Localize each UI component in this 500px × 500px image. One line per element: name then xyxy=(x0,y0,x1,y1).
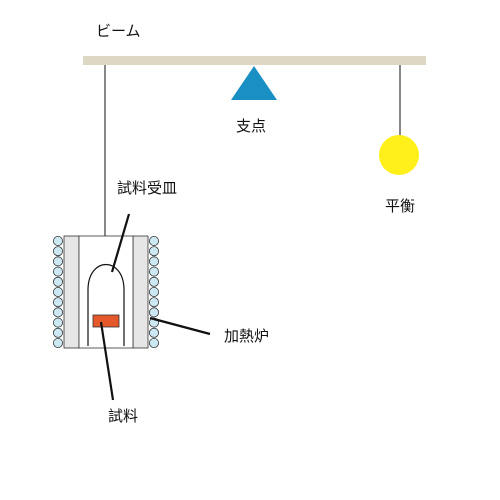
furnace-right-wall xyxy=(132,235,149,349)
furnace-left-wall xyxy=(63,235,80,349)
heater-coil-circle xyxy=(53,256,64,267)
heater-coil-circle xyxy=(53,307,64,318)
heater-coil-circle xyxy=(53,276,64,287)
heater-coil-circle xyxy=(148,337,159,348)
heater-coil-circle xyxy=(148,266,159,277)
fulcrum-triangle-icon xyxy=(231,66,277,100)
heater-coil-circle xyxy=(148,276,159,287)
furnace-leader xyxy=(149,316,211,336)
heater-coil-circle xyxy=(148,256,159,267)
sample-block xyxy=(92,314,120,328)
counterweight-label: 平衡 xyxy=(385,197,416,215)
heater-coil-circle xyxy=(148,286,159,297)
heater-coil-circle xyxy=(148,307,159,318)
heater-coil-circle xyxy=(53,327,64,338)
beam-label: ビーム xyxy=(96,22,141,40)
heater-coil-circle xyxy=(148,235,159,246)
heater-coil-circle xyxy=(148,246,159,257)
sample-holder-label: 試料受皿 xyxy=(117,179,178,197)
counterweight-circle-icon xyxy=(379,135,419,175)
heater-coil-circle xyxy=(53,246,64,257)
heater-coil-circle xyxy=(148,297,159,308)
heater-coil-circle xyxy=(53,235,64,246)
heater-coil-right xyxy=(148,235,159,348)
heater-coil-circle xyxy=(53,286,64,297)
sample-holder-cup xyxy=(87,264,125,346)
heater-coil-circle xyxy=(53,266,64,277)
heater-coil-circle xyxy=(53,317,64,328)
sample-leader xyxy=(99,321,115,401)
heater-coil-circle xyxy=(148,327,159,338)
balance-beam xyxy=(83,56,426,65)
fulcrum-label: 支点 xyxy=(236,117,267,135)
furnace-label: 加熱炉 xyxy=(224,327,270,345)
heater-coil-circle xyxy=(53,337,64,348)
sample-holder-leader xyxy=(110,213,131,273)
sample-label: 試料 xyxy=(108,407,139,425)
heater-coil-circle xyxy=(53,297,64,308)
heater-coil-left xyxy=(53,235,64,348)
